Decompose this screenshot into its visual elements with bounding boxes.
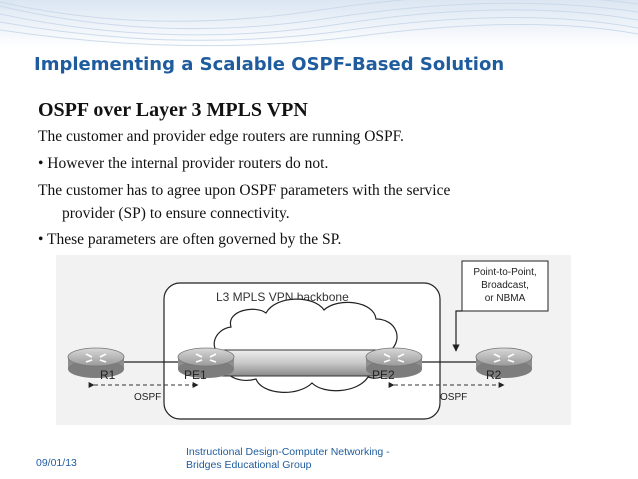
slide-title: Implementing a Scalable OSPF-Based Solut… (34, 54, 505, 75)
body-line-4: provider (SP) to ensure connectivity. (62, 205, 290, 222)
callout-pointer (452, 310, 462, 352)
callout-box (461, 260, 549, 312)
router-label-pe2: PE2 (372, 368, 395, 382)
router-r1 (67, 347, 125, 378)
body-line-2: • However the internal provider routers … (38, 155, 329, 172)
router-pe2 (365, 347, 423, 378)
callout-line-1: Point-to-Point, (473, 267, 536, 278)
header-band (0, 0, 638, 48)
router-r2 (475, 347, 533, 378)
router-label-r2: R2 (486, 368, 502, 382)
body-line-5: • These parameters are often governed by… (38, 231, 342, 248)
ospf-label-right: OSPF (440, 392, 467, 403)
slide-subtitle: OSPF over Layer 3 MPLS VPN (38, 99, 308, 121)
router-pe1 (177, 347, 235, 378)
callout-line-3: or NBMA (485, 293, 526, 304)
router-label-pe1: PE1 (184, 368, 207, 382)
backbone-label: L3 MPLS VPN backbone (216, 290, 349, 304)
footer-credit-line-1: Instructional Design-Computer Networking… (186, 446, 390, 458)
body-line-3: The customer has to agree upon OSPF para… (38, 182, 451, 199)
network-diagram: L3 MPLS VPN backbone (56, 255, 571, 425)
callout-line-2: Broadcast, (481, 280, 529, 291)
body-line-1: The customer and provider edge routers a… (38, 128, 404, 145)
router-label-r1: R1 (100, 368, 116, 382)
footer-date: 09/01/13 (36, 457, 77, 469)
footer-credit-line-2: Bridges Educational Group (186, 459, 312, 471)
ospf-label-left: OSPF (134, 392, 161, 403)
